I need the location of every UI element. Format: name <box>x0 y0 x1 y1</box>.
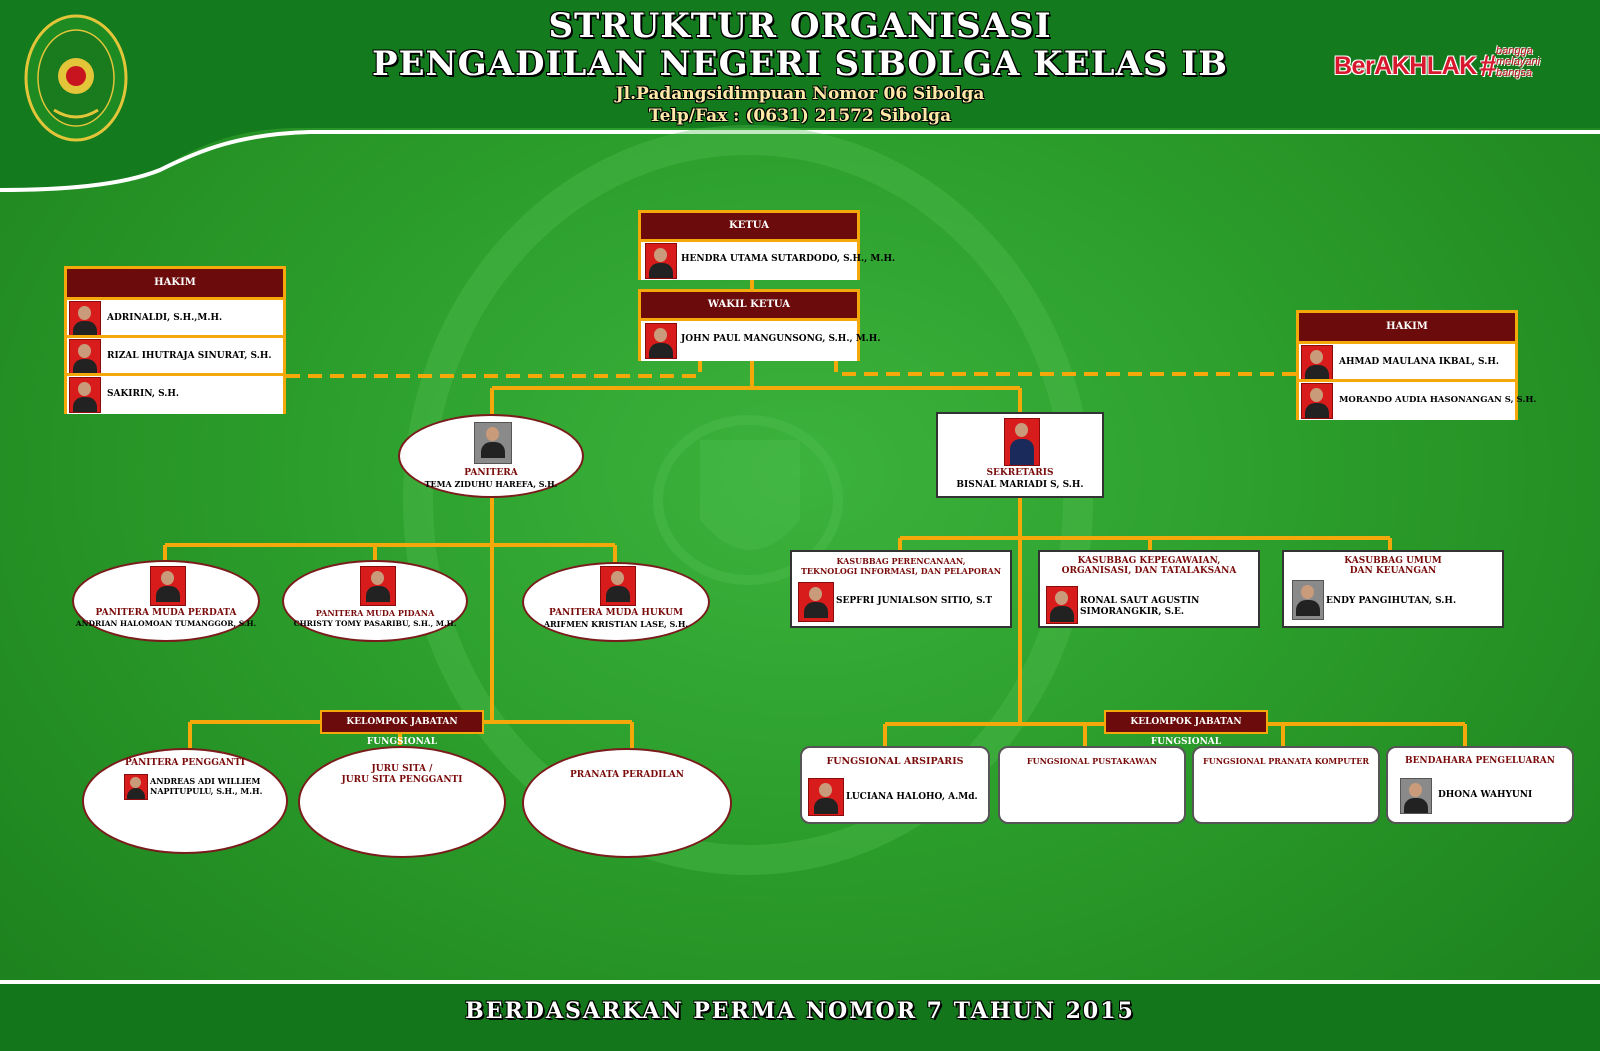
kasubbag-box: KASUBBAG PERENCANAAN,TEKNOLOGI INFORMASI… <box>790 550 1012 628</box>
panitera-muda-node: PANITERA MUDA PIDANA CHRISTY TOMY PASARI… <box>282 560 468 642</box>
wakil-ketua-name: JOHN PAUL MANGUNSONG, S.H., M.H. <box>681 334 881 344</box>
fungsional-box: BENDAHARA PENGELUARAN DHONA WAHYUNI <box>1386 746 1574 824</box>
panitera-photo <box>474 422 512 464</box>
kasubbag-photo <box>798 582 834 622</box>
fungsional-title: FUNGSIONAL PRANATA KOMPUTER <box>1203 756 1369 766</box>
ketua-name: HENDRA UTAMA SUTARDODO, S.H., M.H. <box>681 254 896 264</box>
fungsional-box: FUNGSIONAL ARSIPARIS LUCIANA HALOHO, A.M… <box>800 746 990 824</box>
hakim-left-row: SAKIRIN, S.H. <box>67 373 283 414</box>
page-title: STRUKTUR ORGANISASI <box>548 6 1052 46</box>
panitera-node: PANITERA TEMA ZIDUHU HAREFA, S.H. <box>398 414 584 498</box>
fungsional-title: PANITERA PENGGANTI <box>124 758 246 768</box>
hakim-left-title: HAKIM <box>67 269 283 297</box>
phone: Telp/Fax : (0631) 21572 Sibolga <box>648 106 952 126</box>
panitera-muda-photo <box>150 566 186 606</box>
hakim-left-name: RIZAL IHUTRAJA SINURAT, S.H. <box>107 351 272 361</box>
hakim-left-name: SAKIRIN, S.H. <box>107 389 180 399</box>
hakim-right-photo <box>1301 383 1333 419</box>
sekretaris-name: BISNAL MARIADI S, S.H. <box>956 480 1084 490</box>
fungsional-node: JURU SITA /JURU SITA PENGGANTI <box>298 746 506 858</box>
wakil-ketua-photo <box>645 323 677 359</box>
panitera-muda-title: PANITERA MUDA HUKUM <box>548 608 684 618</box>
fungsional-title: FUNGSIONAL ARSIPARIS <box>826 756 964 767</box>
panitera-name: TEMA ZIDUHU HAREFA, S.H. <box>424 479 558 489</box>
sekretaris-photo <box>1004 418 1040 466</box>
sekretaris-title: SEKRETARIS <box>986 468 1054 478</box>
footer-text: BERDASARKAN PERMA NOMOR 7 TAHUN 2015 <box>465 998 1135 1024</box>
fungsional-node: PRANATA PERADILAN <box>522 748 732 858</box>
hakim-left-photo <box>69 377 101 413</box>
fungsional-name: DHONA WAHYUNI <box>1438 790 1533 800</box>
ketua-photo <box>645 243 677 279</box>
panitera-muda-title: PANITERA MUDA PERDATA <box>95 608 237 618</box>
hakim-right-box: HAKIM AHMAD MAULANA IKBAL, S.H. MORANDO … <box>1296 310 1536 420</box>
kasubbag-name: SEPFRI JUNIALSON SITIO, S.T <box>836 596 993 606</box>
fungsional-title: JURU SITA /JURU SITA PENGGANTI <box>341 764 463 785</box>
panitera-muda-node: PANITERA MUDA HUKUM ARIFMEN KRISTIAN LAS… <box>522 562 710 642</box>
header: STRUKTUR ORGANISASI PENGADILAN NEGERI SI… <box>0 0 1600 190</box>
hakim-left-box: HAKIM ADRINALDI, S.H.,M.H. RIZAL IHUTRAJ… <box>64 266 286 414</box>
fungsional-box: FUNGSIONAL PUSTAKAWAN <box>998 746 1186 824</box>
kasubbag-box: KASUBBAG KEPEGAWAIAN,ORGANISASI, DAN TAT… <box>1038 550 1260 628</box>
hakim-left-photo <box>69 301 101 337</box>
panitera-muda-name: ANDRIAN HALOMOAN TUMANGGOR, S.H. <box>75 619 257 628</box>
hakim-right-row: MORANDO AUDIA HASONANGAN S, S.H. <box>1299 379 1536 420</box>
fungsional-title: FUNGSIONAL PUSTAKAWAN <box>1026 756 1158 766</box>
hakim-right-name: AHMAD MAULANA IKBAL, S.H. <box>1339 357 1499 367</box>
wakil-ketua-row: JOHN PAUL MANGUNSONG, S.H., M.H. <box>641 318 880 361</box>
wakil-ketua-title: WAKIL KETUA <box>641 292 857 318</box>
kelompok-fungsional-label: KELOMPOK JABATAN FUNGSIONAL <box>320 710 484 747</box>
panitera-muda-photo <box>600 566 636 606</box>
hakim-right-title: HAKIM <box>1299 313 1515 341</box>
fungsional-title: PRANATA PERADILAN <box>570 770 684 780</box>
brand-tagline: bangga melayani bangsa <box>1496 45 1541 79</box>
kasubbag-photo <box>1292 580 1324 620</box>
page-subtitle: PENGADILAN NEGERI SIBOLGA KELAS IB <box>372 44 1228 84</box>
address: Jl.Padangsidimpuan Nomor 06 Sibolga <box>615 84 985 104</box>
ketua-row: HENDRA UTAMA SUTARDODO, S.H., M.H. <box>641 239 895 280</box>
brand-hash: # <box>1480 50 1497 83</box>
kasubbag-name: ENDY PANGIHUTAN, S.H. <box>1326 596 1457 606</box>
kasubbag-title: KASUBBAG KEPEGAWAIAN,ORGANISASI, DAN TAT… <box>1061 556 1237 576</box>
hakim-left-photo <box>69 339 101 375</box>
panitera-muda-node: PANITERA MUDA PERDATA ANDRIAN HALOMOAN T… <box>72 560 260 642</box>
fungsional-photo <box>808 778 844 816</box>
panitera-muda-title: PANITERA MUDA PIDANA <box>315 608 435 618</box>
panitera-title: PANITERA <box>464 468 518 478</box>
kelompok-fungsional-label: KELOMPOK JABATAN FUNGSIONAL <box>1104 710 1268 747</box>
hakim-right-row: AHMAD MAULANA IKBAL, S.H. <box>1299 341 1515 382</box>
panitera-muda-name: ARIFMEN KRISTIAN LASE, S.H. <box>543 619 689 629</box>
ketua-title: KETUA <box>641 213 857 239</box>
hakim-left-row: RIZAL IHUTRAJA SINURAT, S.H. <box>67 335 283 376</box>
fungsional-title: BENDAHARA PENGELUARAN <box>1404 756 1556 766</box>
sekretaris-box: SEKRETARIS BISNAL MARIADI S, S.H. <box>936 412 1104 498</box>
hakim-right-name: MORANDO AUDIA HASONANGAN S, S.H. <box>1339 395 1537 405</box>
court-logo <box>24 14 128 142</box>
kasubbag-photo <box>1046 586 1078 624</box>
kasubbag-title: KASUBBAG PERENCANAAN,TEKNOLOGI INFORMASI… <box>800 556 1002 576</box>
hakim-right-photo <box>1301 345 1333 381</box>
berakhlak-logo: BerAKHLAK # bangga melayani bangsa <box>1334 40 1584 90</box>
fungsional-photo <box>1400 778 1432 814</box>
fungsional-name: LUCIANA HALOHO, A.Md. <box>846 792 978 802</box>
brand-text: BerAKHLAK <box>1334 52 1477 80</box>
hakim-left-row: ADRINALDI, S.H.,M.H. <box>67 297 283 338</box>
fungsional-photo <box>124 774 148 800</box>
panitera-muda-photo <box>360 566 396 606</box>
wakil-ketua-box: WAKIL KETUA JOHN PAUL MANGUNSONG, S.H., … <box>638 289 880 361</box>
hakim-left-name: ADRINALDI, S.H.,M.H. <box>107 313 223 323</box>
fungsional-box: FUNGSIONAL PRANATA KOMPUTER <box>1192 746 1380 824</box>
panitera-muda-name: CHRISTY TOMY PASARIBU, S.H., M.H. <box>293 619 457 628</box>
ketua-box: KETUA HENDRA UTAMA SUTARDODO, S.H., M.H. <box>638 210 895 280</box>
header-band <box>0 0 1600 192</box>
footer: BERDASARKAN PERMA NOMOR 7 TAHUN 2015 <box>0 980 1600 1051</box>
